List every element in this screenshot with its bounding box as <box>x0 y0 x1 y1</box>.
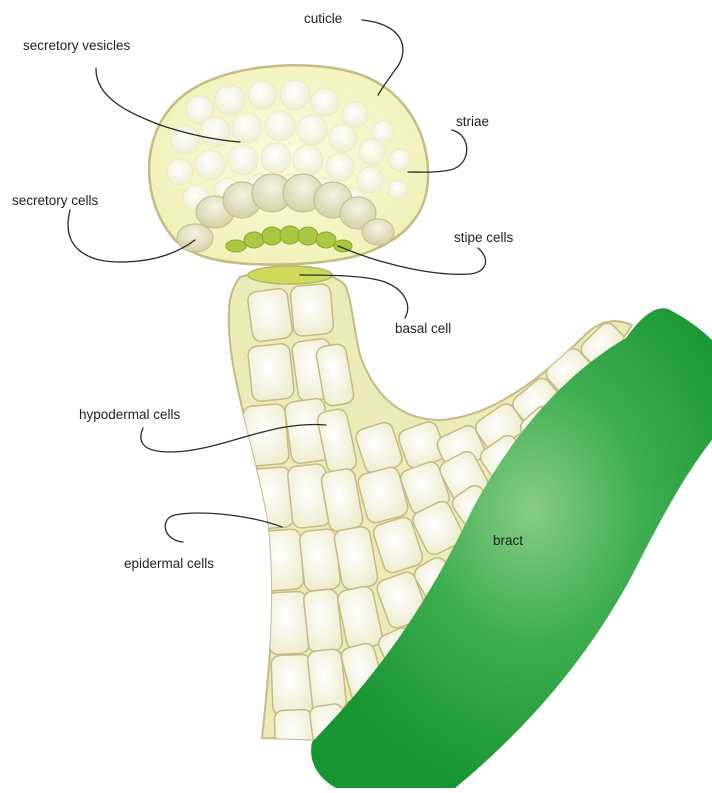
secretory-vesicle <box>329 124 357 152</box>
secretory-vesicle <box>389 149 411 171</box>
label-basal-cell: basal cell <box>395 321 451 336</box>
stalk-cell <box>271 654 313 715</box>
stalk-cell <box>274 709 314 760</box>
secretory-vesicle <box>311 88 339 116</box>
stipe-cell <box>226 240 246 252</box>
secretory-vesicle <box>326 153 354 181</box>
secretory-vesicle <box>215 85 245 115</box>
label-bract: bract <box>493 533 523 548</box>
secretory-vesicle <box>261 143 291 173</box>
label-cuticle: cuticle <box>304 11 342 26</box>
stipe-cell <box>262 227 282 245</box>
secretory-vesicle <box>388 180 408 200</box>
secretory-vesicle <box>280 80 310 110</box>
secretory-vesicle <box>293 145 323 175</box>
stalk-cell <box>260 529 304 592</box>
secretory-cell <box>362 219 394 245</box>
label-secretory-cells: secretory cells <box>12 193 99 208</box>
secretory-vesicle <box>167 159 193 185</box>
secretory-vesicle <box>228 145 258 175</box>
secretory-vesicle <box>357 167 383 193</box>
stipe-cell <box>280 226 300 244</box>
label-hypodermal-cells: hypodermal cells <box>79 407 181 422</box>
stalk-cell <box>247 287 294 342</box>
secretory-vesicle <box>359 139 385 165</box>
secretory-vesicle <box>297 115 327 145</box>
secretory-vesicle <box>248 81 276 109</box>
secretory-vesicle <box>265 111 295 141</box>
stalk-cell <box>303 588 343 653</box>
stipe-cell <box>316 232 336 248</box>
stalk-cell <box>247 343 295 402</box>
label-stipe-cells: stipe cells <box>454 230 514 245</box>
leader-epidermal-cells <box>165 513 282 542</box>
label-striae: striae <box>456 114 489 129</box>
secretory-vesicle <box>195 150 225 180</box>
stalk-cell <box>290 283 334 336</box>
label-secretory-vesicles: secretory vesicles <box>23 38 131 53</box>
secretory-vesicle <box>200 117 230 147</box>
stipe-cell <box>298 227 318 245</box>
secretory-vesicle <box>232 113 262 143</box>
stipe-cell <box>244 232 264 248</box>
label-epidermal-cells: epidermal cells <box>124 556 214 571</box>
